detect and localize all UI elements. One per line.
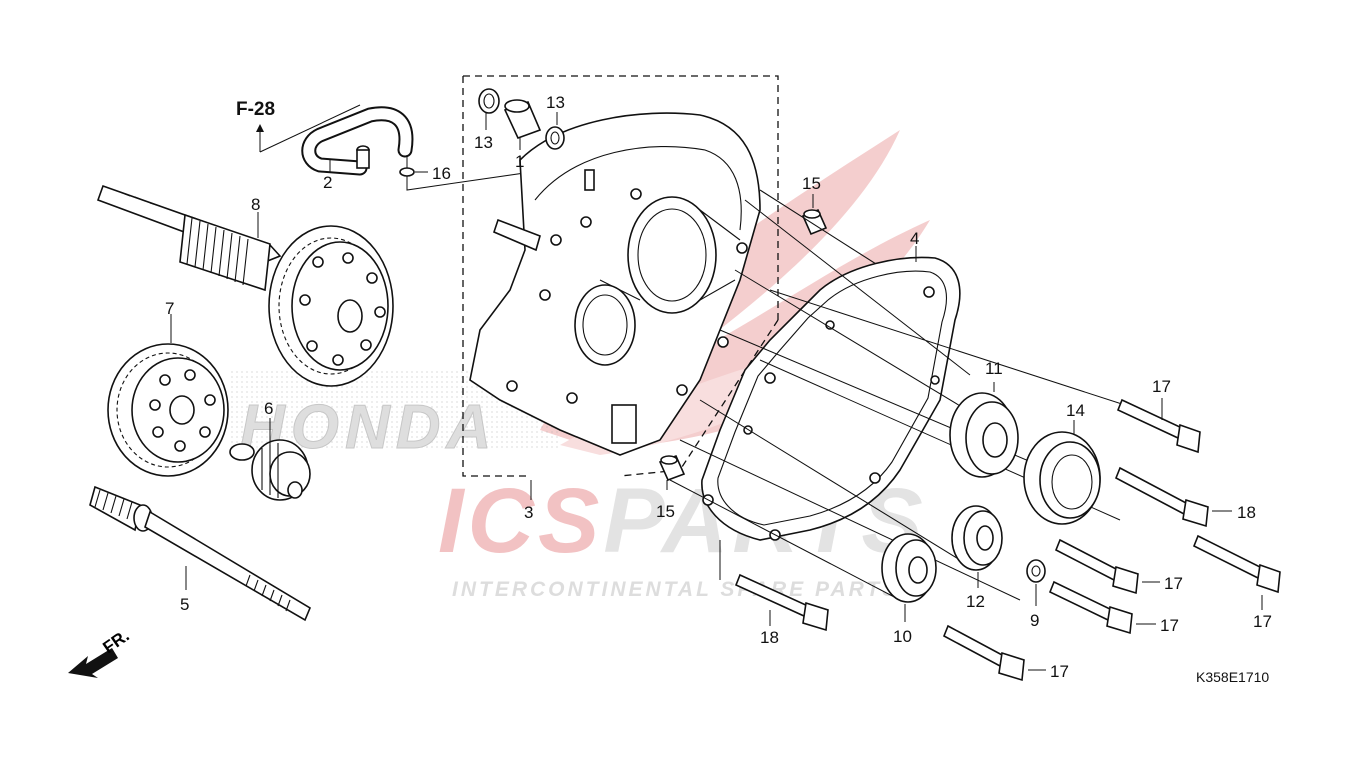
callout-17c: 17 <box>1160 616 1179 635</box>
callout-5: 5 <box>180 595 189 614</box>
callout-10: 10 <box>893 627 912 646</box>
callout-3: 3 <box>524 503 533 522</box>
callout-14: 14 <box>1066 401 1085 420</box>
cover-assembly-dashed-box <box>462 75 779 477</box>
part-17-bolt-mid <box>1054 538 1160 595</box>
part-17-bolt-bottom <box>942 624 1046 682</box>
callout-9: 9 <box>1030 611 1039 630</box>
callout-11: 11 <box>985 359 1003 378</box>
part-15-dowel-bottom <box>658 454 686 490</box>
projection-lines <box>669 199 1126 601</box>
diagram-code: K358E1710 <box>1196 669 1269 685</box>
part-5-output-shaft <box>89 485 312 622</box>
part-8-shaft-with-gear <box>96 184 394 387</box>
part-18-bolt-bottom <box>734 573 829 632</box>
part-17-bolt-top <box>1116 398 1201 454</box>
icsparts-logo-prefix: ICS <box>438 470 603 572</box>
part-16-clip <box>399 167 428 177</box>
callout-18b: 18 <box>760 628 779 647</box>
callout-4: 4 <box>910 229 919 248</box>
callout-6: 6 <box>264 399 273 418</box>
reference-f28: F-28 <box>236 99 361 153</box>
callout-12: 12 <box>966 592 985 611</box>
part-17-bolt-right-lower <box>1192 534 1281 610</box>
part-17-bolt-mid-lower <box>1048 580 1156 635</box>
icsparts-tagline: INTERCONTINENTAL SPARE PARTS <box>452 578 899 601</box>
part-10-bearing <box>881 533 937 622</box>
front-direction-arrow: FR. <box>68 626 133 678</box>
callout-17a: 17 <box>1152 377 1171 396</box>
callout-15a: 15 <box>802 174 821 193</box>
callout-2: 2 <box>323 173 332 192</box>
part-9-washer <box>1026 559 1046 606</box>
callout-17d: 17 <box>1050 662 1069 681</box>
part-13-seal-left <box>478 88 500 130</box>
part-2-breather-tube <box>301 106 591 191</box>
callout-13b: 13 <box>546 93 565 112</box>
callout-13a: 13 <box>474 133 493 152</box>
callout-18a: 18 <box>1237 503 1256 522</box>
callout-7: 7 <box>165 299 174 318</box>
front-marker-label: FR. <box>99 626 132 657</box>
part-1-collar <box>503 99 542 150</box>
callout-17b: 17 <box>1164 574 1183 593</box>
part-12-bearing <box>951 505 1003 588</box>
part-4-gasket <box>701 246 961 541</box>
part-18-bolt-right <box>1114 466 1232 528</box>
part-13-seal-right <box>545 112 565 150</box>
part-3-case-cover <box>469 112 761 500</box>
part-14-oil-seal <box>1023 420 1101 525</box>
part-6-pinion <box>229 418 311 501</box>
callout-8: 8 <box>251 195 260 214</box>
callout-1: 1 <box>515 152 524 171</box>
callout-15b: 15 <box>656 502 675 521</box>
callout-17e: 17 <box>1253 612 1272 631</box>
callout-16: 16 <box>432 164 451 183</box>
reference-label: F-28 <box>236 99 275 120</box>
part-7-gear <box>107 314 229 477</box>
part-11-bearing <box>949 382 1019 478</box>
callout-labels: 1 2 3 4 5 6 7 8 9 10 11 12 13 13 14 15 1… <box>165 93 1272 681</box>
